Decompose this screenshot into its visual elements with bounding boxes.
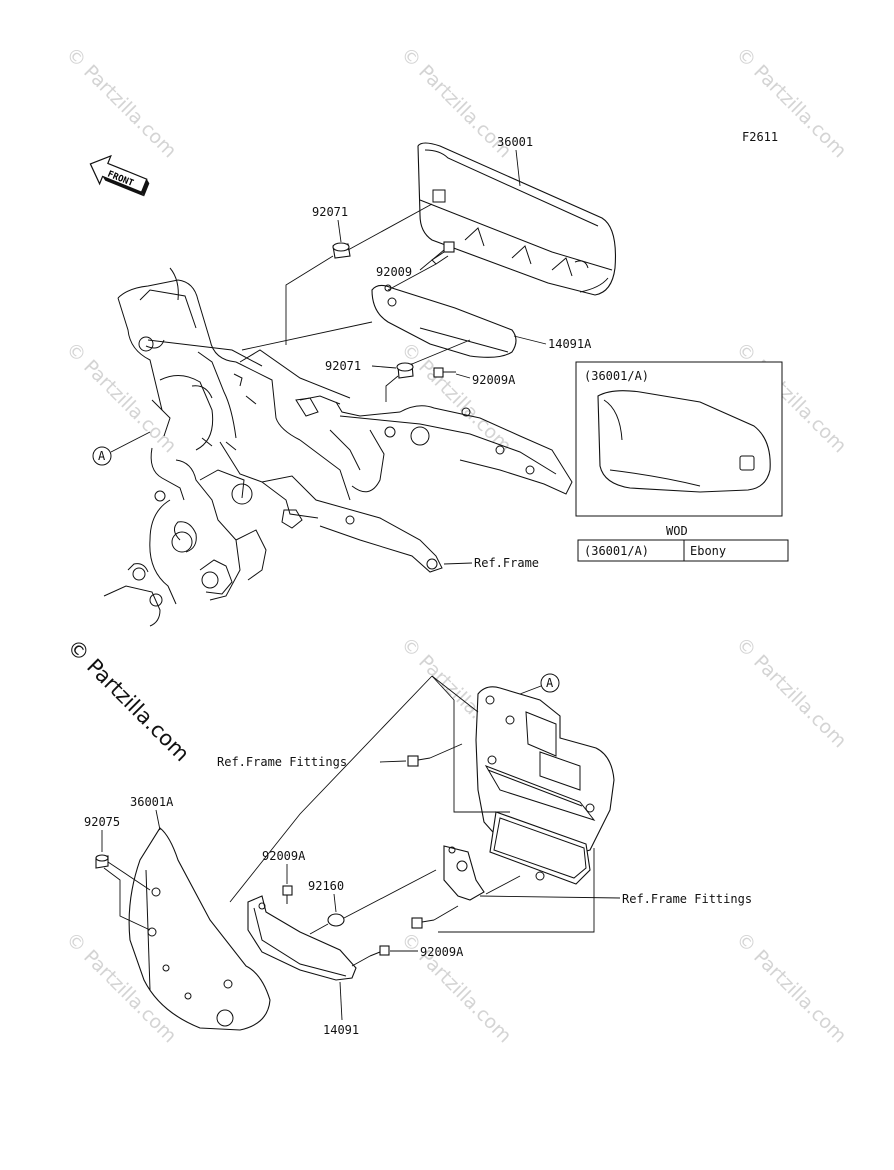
table-cell-part: (36001/A) — [584, 544, 649, 558]
brand-watermark: © Partzilla.com — [62, 635, 194, 767]
marker-a-right-label: A — [546, 676, 554, 690]
bolt-92009 — [431, 241, 455, 265]
front-arrow-icon: FRONT — [89, 154, 150, 197]
grommet-92075 — [95, 854, 109, 869]
bolt-92009A-mid — [282, 885, 293, 904]
mounting-plate — [443, 845, 485, 901]
watermark: © Partzilla.com — [731, 633, 850, 752]
side-cover-36001 — [417, 142, 617, 296]
watermark: © Partzilla.com — [61, 338, 180, 457]
callout-92160: 92160 — [308, 879, 344, 893]
reference-marker-a-right: A — [540, 673, 560, 693]
side-cover-36001A — [128, 827, 271, 1031]
bracket-14091 — [247, 895, 357, 981]
watermark: © Partzilla.com — [731, 928, 850, 1047]
grommet-92071-mid — [396, 362, 414, 379]
callout-92071-mid: 92071 — [325, 359, 361, 373]
color-inset: (36001/A) — [575, 361, 783, 517]
reference-marker-a-left: A — [92, 446, 112, 466]
table-cell-color: Ebony — [690, 544, 726, 558]
grommet-92071-top — [332, 242, 351, 259]
marker-a-left-label: A — [98, 449, 106, 463]
bolt-fitting-lower — [411, 917, 435, 929]
watermark: © Partzilla.com — [731, 43, 850, 162]
callout-92009A-top: 92009A — [472, 373, 516, 387]
callout-92009A-low: 92009A — [420, 945, 464, 959]
bolt-fitting-upper — [407, 755, 431, 767]
callout-92009A-mid: 92009A — [262, 849, 306, 863]
callout-36001: 36001 — [497, 135, 533, 149]
callout-36001A: 36001A — [130, 795, 174, 809]
bolt-92009A-low — [369, 945, 390, 957]
table-row — [577, 539, 789, 562]
color-table: WOD (36001/A) Ebony — [577, 524, 789, 562]
bolt-92009A-top — [433, 367, 456, 378]
callout-ref-frame: Ref.Frame — [474, 556, 539, 570]
callout-ref-frame-fittings-2: Ref.Frame Fittings — [622, 892, 752, 906]
callout-92075: 92075 — [84, 815, 120, 829]
callout-ref-frame-fittings-1: Ref.Frame Fittings — [217, 755, 347, 769]
callout-92071-top: 92071 — [312, 205, 348, 219]
motorcycle-frame — [103, 267, 573, 627]
washer-92160 — [327, 913, 345, 927]
bracket-14091A — [371, 284, 517, 358]
callout-14091: 14091 — [323, 1023, 359, 1037]
callout-92009: 92009 — [376, 265, 412, 279]
battery-case — [475, 686, 615, 885]
callout-14091A: 14091A — [548, 337, 592, 351]
inset-title: (36001/A) — [584, 369, 649, 383]
table-header: WOD — [666, 524, 688, 538]
diagram-code: F2611 — [742, 130, 778, 144]
watermark: © Partzilla.com — [61, 43, 180, 162]
